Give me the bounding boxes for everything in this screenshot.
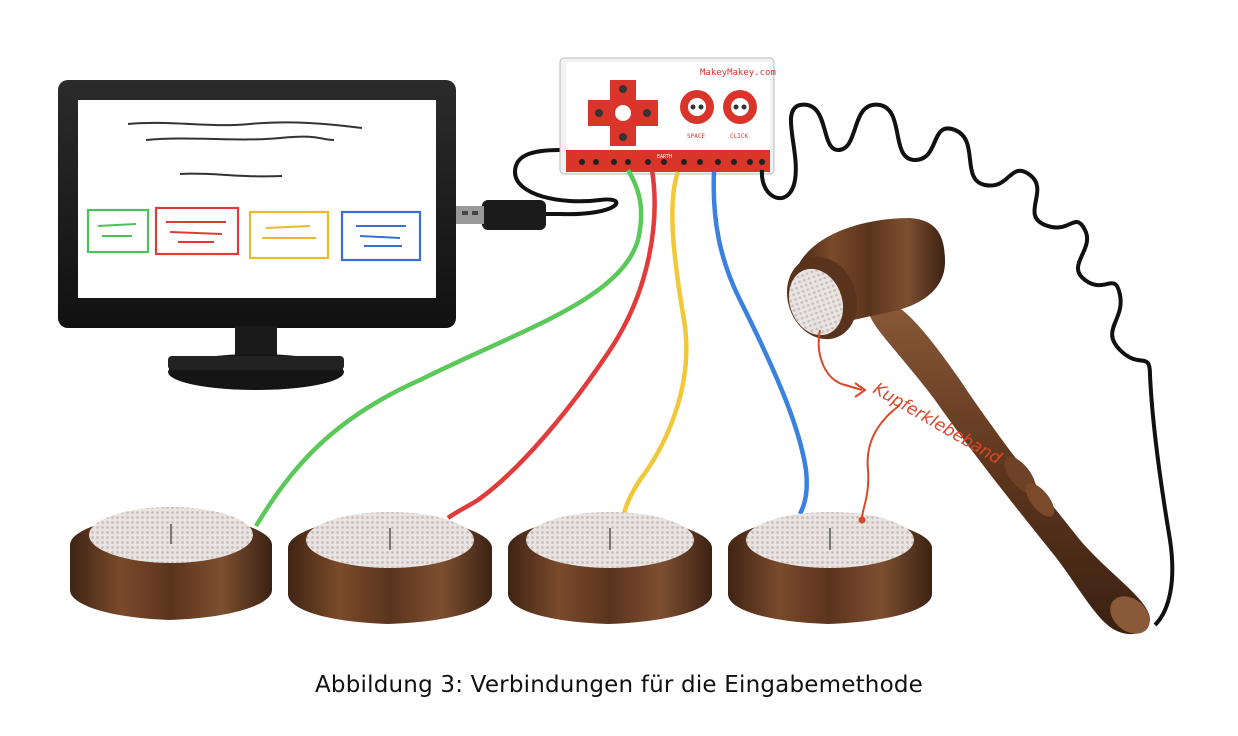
click-label: CLICK: [730, 133, 748, 140]
space-pad: SPACE: [680, 90, 714, 140]
makey-brand-label: MakeyMakey.com: [700, 68, 776, 78]
blue-wire: [711, 171, 809, 516]
screen-scribble-line: [179, 172, 283, 178]
arrow-pad: [588, 80, 658, 146]
makey-makey-board: MakeyMakey.com SPACE CLICK EARTH: [559, 57, 776, 175]
screen-box-yellow: [248, 210, 330, 260]
earth-label: EARTH: [657, 154, 672, 160]
usb-plug-tip: [456, 206, 484, 224]
screen-scribble-line: [145, 135, 335, 141]
screen-scribble-line: [127, 121, 363, 129]
monitor: [58, 80, 456, 390]
usb-cable: [456, 148, 619, 230]
gavel-copper-face: [788, 268, 844, 336]
screen-box-blue: [340, 210, 422, 262]
bottom-connectors: [579, 159, 765, 165]
yellow-wire: [621, 171, 689, 515]
figure-caption: Abbildung 3: Verbindungen für die Eingab…: [315, 672, 923, 698]
red-wire: [446, 169, 657, 520]
pad-1: [70, 507, 272, 620]
pad-4: [728, 512, 932, 624]
monitor-screen: [78, 100, 436, 298]
black-coiled-wire: [759, 102, 1175, 627]
space-label: SPACE: [687, 133, 705, 140]
click-pad: CLICK: [723, 90, 757, 140]
annotation-arrow: [817, 329, 863, 391]
pad-2: [288, 512, 492, 624]
pad-3: [508, 512, 712, 624]
screen-box-red: [154, 206, 240, 256]
makey-bottom-strip: [566, 150, 770, 172]
annotation-pointer: [861, 404, 901, 519]
green-wire: [254, 168, 644, 528]
gavel: [786, 218, 1150, 635]
usb-plug-body: [482, 200, 546, 230]
screen-box-green: [86, 208, 150, 254]
